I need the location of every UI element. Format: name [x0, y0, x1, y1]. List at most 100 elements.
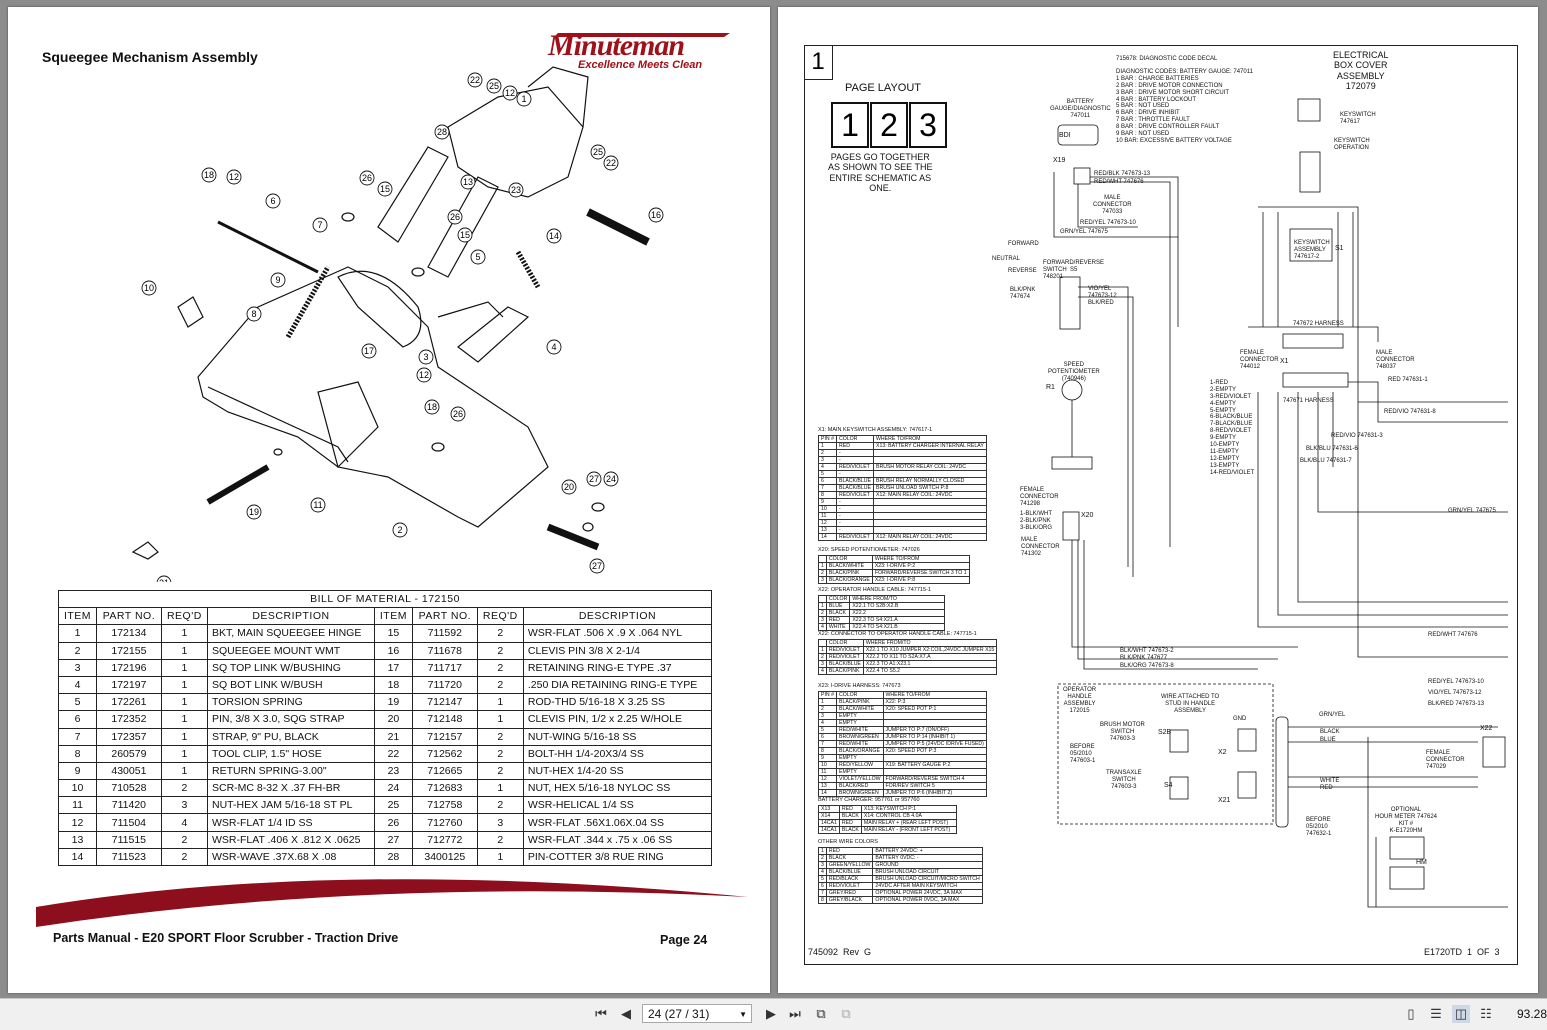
bom-cell: PIN-COTTER 3/8 RUE RING: [522, 847, 713, 867]
wire-table-cell: BRUSH UNLOAD CIRCUIT: [872, 868, 983, 876]
bom-cell: 8: [57, 744, 98, 763]
wire-white: WHITE: [1320, 778, 1340, 784]
wire-table-cell: 13: [818, 782, 837, 790]
callout-number: 17: [364, 346, 374, 356]
bom-header-cell: DESCRIPTION: [206, 607, 375, 626]
first-page-button[interactable]: ⏮: [595, 1006, 607, 1021]
wire-table-cell: MAIN RELAY - (FRONT LEFT POST): [860, 826, 957, 834]
wire-table-cell: BLACK: [825, 609, 851, 617]
wire-table-cell: 4: [818, 719, 837, 727]
last-page-button[interactable]: ⏭: [789, 1006, 801, 1021]
bom-cell: 710528: [96, 779, 162, 798]
callout-circle: [361, 343, 377, 359]
callout-circle: [416, 367, 432, 383]
wire-red-vio-3: RED/VIO 747631-3: [1331, 433, 1383, 439]
wire-table-cell: 10: [818, 505, 837, 513]
bom-cell: 19: [373, 693, 413, 712]
bom-cell: 712758: [411, 796, 478, 815]
wire-table-cell: X23: I-DRIVE P:8: [871, 576, 970, 584]
wire-red-vio-8: RED/VIO 747631-8: [1384, 409, 1436, 415]
chevron-down-icon[interactable]: ▼: [739, 1010, 747, 1019]
callout-number: 25: [593, 147, 603, 157]
bom-cell: 26: [373, 813, 413, 832]
wire-table-cell: BLACK/PINK: [835, 698, 884, 706]
previous-page-button[interactable]: ◀: [621, 1006, 631, 1021]
logo-tagline: Excellence Meets Clean: [578, 59, 703, 71]
single-page-view-icon[interactable]: ▯: [1407, 1006, 1415, 1021]
wire-table-cell: X19: BATTERY GAUGE P:2: [882, 761, 987, 769]
wire-table-header-cell: [818, 639, 827, 647]
callout-circle: [424, 399, 440, 415]
paste-icon[interactable]: ⧉: [841, 1006, 851, 1021]
wire-table-cell: [873, 498, 987, 506]
callout-circle: [603, 471, 619, 487]
wire-table-cell: JUMPER TO P:6 (INHIBIT 2): [882, 789, 987, 797]
bom-cell: SQUEEGEE MOUNT WMT: [206, 641, 375, 660]
two-page-view-icon[interactable]: ◫: [1452, 1005, 1470, 1023]
wire-table-cell: 24VDC AFTER MAIN KEYSWITCH: [872, 882, 983, 890]
bom-cell: 172134: [96, 624, 162, 643]
callout-number: 10: [144, 283, 154, 293]
bom-cell: 712147: [411, 693, 478, 712]
callout-circle: [546, 339, 562, 355]
continuous-view-icon[interactable]: ☰: [1430, 1006, 1442, 1021]
wire-table-header-cell: WHERE TO/FROM: [882, 691, 987, 699]
wire-table-cell: BROWN/GREEN: [835, 733, 884, 741]
wire-table-cell: 3: [818, 576, 827, 584]
callout-number: 3: [423, 352, 428, 362]
callout-number: 14: [549, 231, 559, 241]
wire-table-cell: RED/VIOLET: [825, 882, 874, 890]
wire-table-cell: 7: [818, 484, 837, 492]
wire-table-cell: BLACK/ORANGE: [825, 576, 873, 584]
next-page-button[interactable]: ▶: [766, 1006, 776, 1021]
bom-cell: SQ BOT LINK W/BUSH: [206, 675, 375, 695]
wire-table-cell: [882, 712, 987, 720]
wire-table-title: BATTERY CHARGER: 957761 or 957760: [818, 797, 920, 803]
bom-cell: 1: [160, 693, 208, 712]
wire-blk-red-13: BLK/RED 747673-13: [1428, 701, 1485, 707]
page-number-input[interactable]: 24 (27 / 31) ▼: [642, 1004, 752, 1023]
bom-cell: CLEVIS PIN, 1/2 x 2.25 W/HOLE: [522, 710, 713, 729]
brush-motor-switch-label: BRUSH MOTOR SWITCH 747603-3: [1100, 722, 1145, 742]
hour-meter-label: OPTIONAL HOUR METER 747624 KIT # K-E1720…: [1375, 807, 1438, 834]
wire-table-title: OTHER WIRE COLORS: [818, 839, 878, 845]
bom-cell: BKT, MAIN SQUEEGEE HINGE: [206, 624, 375, 643]
callout-circle: [418, 349, 434, 365]
bom-cell: 172197: [96, 675, 162, 695]
x20-label: X20: [1081, 512, 1094, 519]
section-title: Squeegee Mechanism Assembly: [42, 49, 258, 65]
wire-table-cell: 7: [818, 740, 837, 748]
callout-circle: [447, 209, 463, 225]
wire-blk-blu-7: BLK/BLU 747631-7: [1300, 458, 1352, 464]
wire-table-cell: 4: [818, 667, 827, 675]
wire-table-cell: 2: [818, 854, 827, 862]
wire-table-cell: [873, 449, 987, 457]
wire-table-cell: -: [835, 498, 875, 506]
zoom-level[interactable]: 93.28: [1517, 1007, 1547, 1021]
wire-blk-pnk-747677: BLK/PNK 747677: [1120, 655, 1168, 661]
keyswitch-assembly-label: KEYSWITCH ASSEMBLY 747617-2: [1294, 240, 1330, 260]
copy-icon[interactable]: ⧉: [816, 1006, 826, 1021]
callout-circle: [590, 144, 606, 160]
bom-cell: 711515: [96, 830, 162, 849]
wire-table-cell: BRUSH MOTOR RELAY COIL: 24VDC: [873, 463, 987, 471]
two-page-continuous-view-icon[interactable]: ☷: [1480, 1006, 1492, 1021]
bom-cell: SCR-MC 8-32 X .37 FH-BR: [206, 779, 375, 798]
viewer-toolbar: ⏮ ◀ 24 (27 / 31) ▼ ▶ ⏭ ⧉ ⧉ ▯ ☰ ◫ ☷ 93.28: [0, 998, 1547, 1030]
